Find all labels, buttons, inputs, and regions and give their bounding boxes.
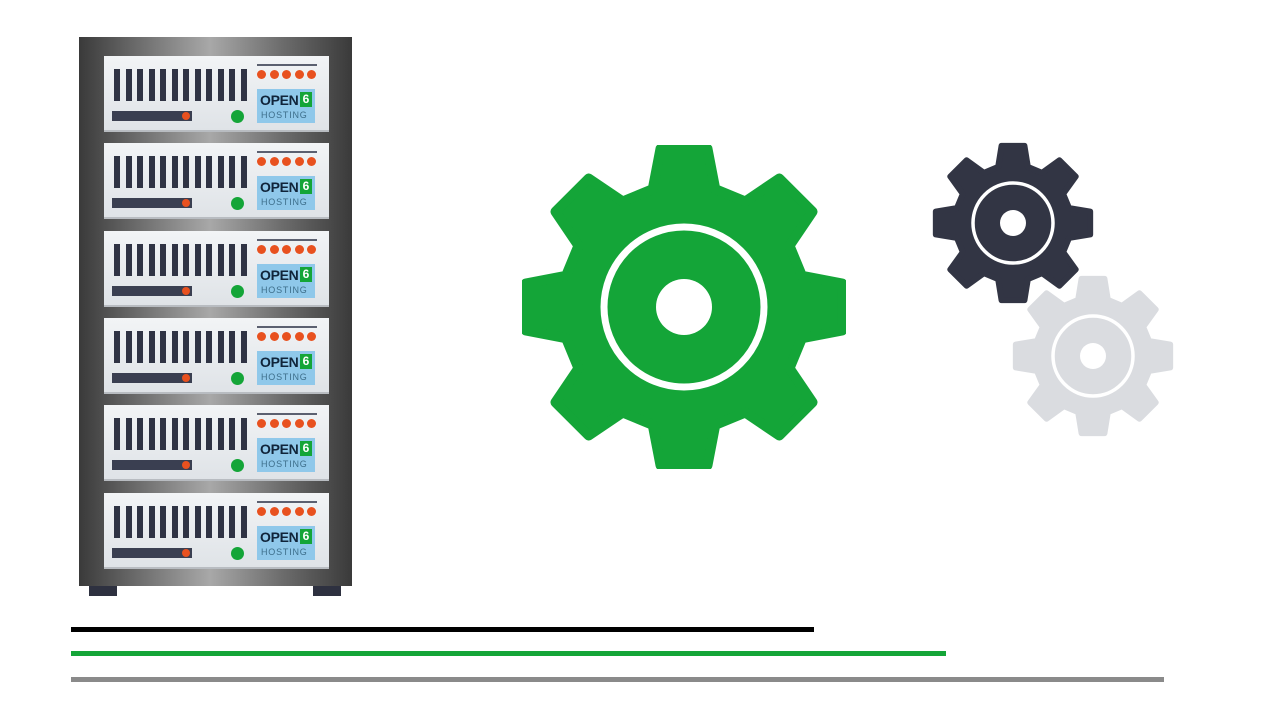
drive-bay (112, 460, 192, 470)
rule-black (71, 627, 814, 632)
rack-foot-left (89, 586, 117, 596)
gear-ring (600, 223, 768, 391)
status-line (257, 413, 317, 415)
status-line (257, 239, 317, 241)
gear-ring (1051, 314, 1135, 398)
drive-bay (112, 198, 192, 208)
brand-digit: 6 (300, 441, 312, 456)
brand-word: OPEN (260, 267, 299, 283)
brand-digit: 6 (300, 92, 312, 107)
brand-sub: HOSTING (261, 110, 308, 120)
brand-word: OPEN (260, 441, 299, 457)
power-led (231, 459, 244, 472)
vent-grille (114, 69, 254, 101)
drive-bay (112, 111, 192, 121)
rule-green (71, 651, 946, 656)
brand-sub: HOSTING (261, 197, 308, 207)
drive-led (182, 199, 190, 207)
brand-digit: 6 (300, 529, 312, 544)
drive-led (182, 287, 190, 295)
vent-grille (114, 418, 254, 450)
gear-hub (1080, 343, 1106, 369)
gear-hub-hole (656, 279, 712, 335)
power-led (231, 197, 244, 210)
rack-foot-right (313, 586, 341, 596)
status-leds (257, 332, 319, 342)
status-leds (257, 507, 319, 517)
status-leds (257, 70, 319, 80)
vent-grille (114, 331, 254, 363)
vent-grille (114, 156, 254, 188)
status-leds (257, 245, 319, 255)
status-leds (257, 419, 319, 429)
brand-word: OPEN (260, 354, 299, 370)
power-led (231, 547, 244, 560)
power-led (231, 285, 244, 298)
drive-led (182, 112, 190, 120)
brand-sub: HOSTING (261, 372, 308, 382)
vent-grille (114, 506, 254, 538)
gear-hub (1000, 210, 1026, 236)
drive-bay (112, 373, 192, 383)
drive-bay (112, 548, 192, 558)
rule-gray (71, 677, 1164, 682)
drive-bay (112, 286, 192, 296)
brand-sub: HOSTING (261, 285, 308, 295)
brand-word: OPEN (260, 529, 299, 545)
gear-icon-light (1012, 275, 1174, 437)
status-line (257, 151, 317, 153)
status-line (257, 326, 317, 328)
brand-digit: 6 (300, 354, 312, 369)
vent-grille (114, 244, 254, 276)
status-line (257, 501, 317, 503)
brand-sub: HOSTING (261, 459, 308, 469)
gear-icon-large-green (522, 145, 846, 469)
brand-word: OPEN (260, 92, 299, 108)
drive-led (182, 549, 190, 557)
brand-word: OPEN (260, 179, 299, 195)
status-line (257, 64, 317, 66)
brand-digit: 6 (300, 179, 312, 194)
brand-sub: HOSTING (261, 547, 308, 557)
status-leds (257, 157, 319, 167)
gear-icon-dark (932, 142, 1094, 304)
power-led (231, 110, 244, 123)
brand-digit: 6 (300, 267, 312, 282)
drive-led (182, 374, 190, 382)
power-led (231, 372, 244, 385)
gear-ring (971, 181, 1055, 265)
drive-led (182, 461, 190, 469)
